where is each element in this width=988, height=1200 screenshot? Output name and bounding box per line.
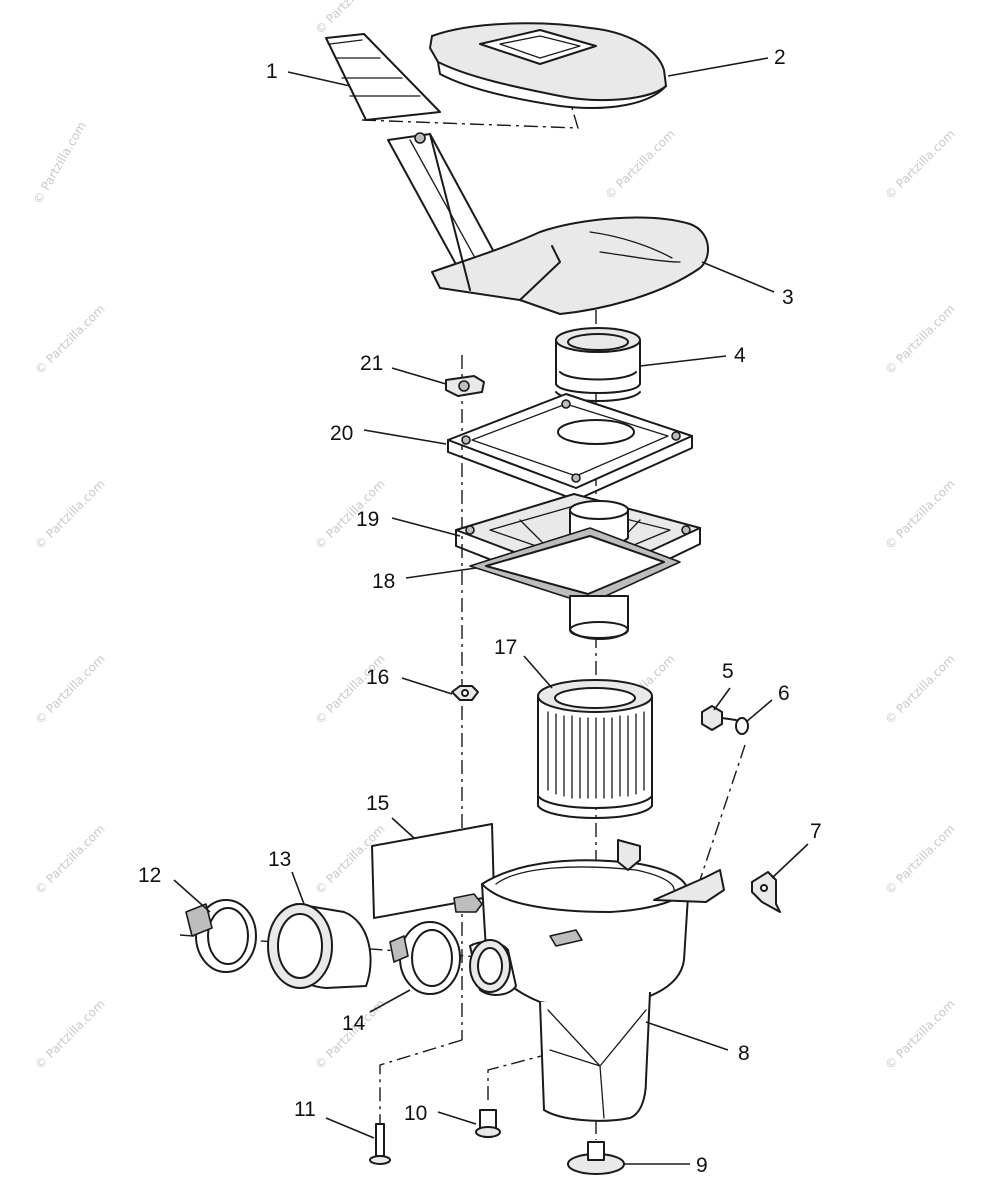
watermark-text: © Partzilla.com bbox=[312, 0, 387, 37]
callout-4: 4 bbox=[734, 344, 746, 367]
watermark-text: © Partzilla.com bbox=[602, 127, 677, 202]
leader-line-20 bbox=[363, 429, 447, 445]
callout-labels: 1 2 3 4 5 6 7 8 9 10 11 12 13 14 15 16 1… bbox=[138, 46, 822, 1177]
leader-line-12 bbox=[173, 879, 211, 913]
part-3-intake-cover bbox=[387, 132, 710, 315]
part-21-clip-nut bbox=[445, 375, 485, 397]
callout-13: 13 bbox=[268, 848, 291, 871]
leader-line-3 bbox=[701, 261, 775, 293]
part-18-gasket bbox=[469, 527, 681, 640]
part-12-clamp bbox=[185, 899, 257, 973]
leader-line-21 bbox=[391, 367, 447, 385]
watermark-text: © Partzilla.com bbox=[32, 997, 107, 1072]
leader-line-1 bbox=[287, 71, 351, 87]
leader-line-14 bbox=[369, 989, 411, 1013]
part-7-bracket bbox=[751, 871, 781, 913]
pin-axis-line bbox=[487, 1054, 546, 1100]
callout-7: 7 bbox=[810, 820, 822, 843]
part-10-pin bbox=[475, 1109, 501, 1138]
callout-9: 9 bbox=[696, 1154, 708, 1177]
part-5-screw bbox=[701, 705, 737, 731]
watermark-text: © Partzilla.com bbox=[882, 302, 957, 377]
watermark-text: © Partzilla.com bbox=[882, 822, 957, 897]
callout-1: 1 bbox=[266, 60, 278, 83]
bolt-axis-line bbox=[379, 1039, 463, 1125]
callout-18: 18 bbox=[372, 570, 395, 593]
leader-line-10 bbox=[437, 1111, 477, 1125]
leader-line-19 bbox=[391, 517, 461, 537]
callout-8: 8 bbox=[738, 1042, 750, 1065]
leader-line-13 bbox=[291, 871, 305, 905]
leader-line-4 bbox=[639, 355, 727, 367]
screw-axis-line bbox=[699, 744, 746, 881]
watermark-text: © Partzilla.com bbox=[32, 822, 107, 897]
watermark-text: © Partzilla.com bbox=[882, 997, 957, 1072]
part-6-washer bbox=[735, 717, 749, 735]
callout-14: 14 bbox=[342, 1012, 366, 1035]
callout-20: 20 bbox=[330, 422, 353, 445]
leader-line-17 bbox=[523, 655, 553, 689]
part-11-bolt bbox=[369, 1123, 391, 1165]
leader-line-18 bbox=[405, 567, 477, 579]
callout-6: 6 bbox=[778, 682, 790, 705]
callout-15: 15 bbox=[366, 792, 389, 815]
watermark-text: © Partzilla.com bbox=[882, 477, 957, 552]
watermark-text: © Partzilla.com bbox=[30, 119, 88, 206]
leader-line-7 bbox=[771, 843, 809, 879]
watermark-text: © Partzilla.com bbox=[32, 477, 107, 552]
part-16-nut bbox=[451, 685, 479, 701]
watermark-text: © Partzilla.com bbox=[882, 652, 957, 727]
leader-line-16 bbox=[401, 677, 453, 695]
leader-line-11 bbox=[325, 1117, 375, 1139]
part-4-coupler bbox=[555, 327, 641, 402]
callout-11: 11 bbox=[294, 1098, 316, 1121]
part-20-top-plate bbox=[447, 393, 693, 501]
callout-16: 16 bbox=[366, 666, 389, 689]
part-9-drain-valve bbox=[567, 1141, 625, 1175]
callout-10: 10 bbox=[404, 1102, 427, 1125]
callout-12: 12 bbox=[138, 864, 161, 887]
callout-3: 3 bbox=[782, 286, 794, 309]
callout-21: 21 bbox=[360, 352, 383, 375]
part-14-hose-clamp bbox=[389, 921, 461, 995]
leader-line-15 bbox=[391, 817, 415, 839]
leader-line-5 bbox=[713, 687, 731, 711]
leader-line-8 bbox=[645, 1021, 729, 1051]
callout-2: 2 bbox=[774, 46, 786, 69]
part-8-airbox-body bbox=[453, 839, 725, 1122]
leader-lines bbox=[173, 57, 809, 1165]
part-2-foam-pad bbox=[429, 22, 667, 109]
callout-19: 19 bbox=[356, 508, 379, 531]
watermark-text: © Partzilla.com bbox=[312, 652, 387, 727]
leader-line-2 bbox=[667, 57, 769, 77]
part-1-vent-panel bbox=[325, 33, 441, 121]
leader-line-6 bbox=[745, 699, 773, 723]
callout-5: 5 bbox=[722, 660, 734, 683]
watermark-text: © Partzilla.com bbox=[32, 652, 107, 727]
watermark-text: © Partzilla.com bbox=[882, 127, 957, 202]
callout-17: 17 bbox=[494, 636, 517, 659]
part-17-air-filter bbox=[537, 679, 653, 819]
part-13-intake-duct bbox=[267, 903, 372, 989]
watermark-text: © Partzilla.com bbox=[32, 302, 107, 377]
cover-seat-line bbox=[361, 107, 579, 129]
